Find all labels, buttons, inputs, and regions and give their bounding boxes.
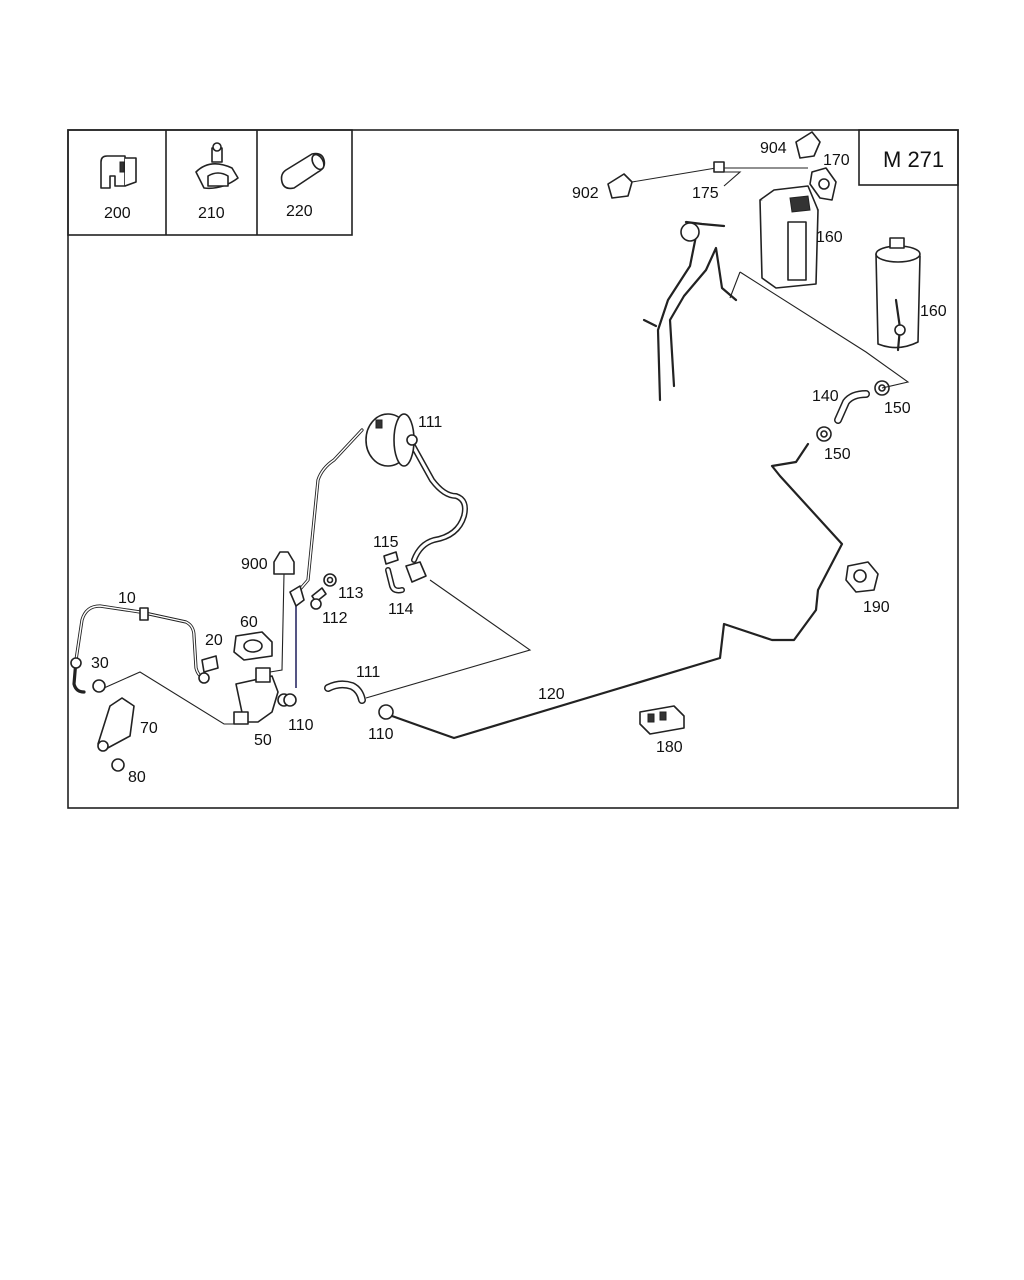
part-111-canister-valve <box>294 413 468 596</box>
part-111-short-hose <box>324 680 366 704</box>
part-elbow-fitting <box>289 585 305 607</box>
label-180: 180 <box>656 739 683 756</box>
label-140: 140 <box>812 388 839 405</box>
label-150-b: 150 <box>824 446 851 463</box>
model-box <box>858 129 959 186</box>
label-190: 190 <box>863 599 890 616</box>
part-60-holder <box>233 631 273 661</box>
legend-part-220-icon <box>280 152 326 190</box>
part-20-clip <box>198 655 219 684</box>
part-900-connector <box>273 551 295 575</box>
part-180-clip <box>639 705 685 735</box>
part-112-fitting <box>310 587 327 610</box>
legend-part-210-label: 210 <box>198 205 225 222</box>
part-80-nut <box>111 758 125 772</box>
label-80: 80 <box>128 769 146 786</box>
part-30-clamp <box>92 679 106 693</box>
part-10-purge-line <box>70 604 206 694</box>
part-170-sensor <box>809 167 837 201</box>
label-175: 175 <box>692 185 719 202</box>
label-120: 120 <box>538 686 565 703</box>
label-904: 904 <box>760 140 787 157</box>
part-113-fitting <box>323 573 337 587</box>
label-111-a: 111 <box>418 414 442 431</box>
part-160-canister-b <box>875 237 921 352</box>
label-113: 113 <box>338 585 364 602</box>
part-175-wire <box>631 161 808 187</box>
part-160-canister-a <box>642 185 819 402</box>
label-50: 50 <box>254 732 272 749</box>
label-902: 902 <box>572 185 599 202</box>
label-111-b: 111 <box>356 664 380 681</box>
part-150-clamp-a <box>816 426 832 442</box>
part-50-valve <box>233 667 291 725</box>
label-60: 60 <box>240 614 258 631</box>
label-115: 115 <box>373 534 399 551</box>
label-150-a: 150 <box>884 400 911 417</box>
part-120-main-line <box>390 442 844 740</box>
legend-part-200-icon <box>100 155 137 189</box>
label-160-a: 160 <box>816 229 843 246</box>
part-190-clip <box>845 561 879 593</box>
part-140-hose <box>834 390 870 424</box>
diagram-frame <box>67 129 959 809</box>
label-160-b: 160 <box>920 303 947 320</box>
label-10: 10 <box>118 590 136 607</box>
part-114-elbow <box>385 561 427 594</box>
legend-part-200-label: 200 <box>104 205 131 222</box>
label-112: 112 <box>322 610 348 627</box>
legend-part-210-icon <box>195 142 239 190</box>
part-110-clamp-a <box>283 693 297 707</box>
legend-box <box>67 129 353 236</box>
label-70: 70 <box>140 720 158 737</box>
part-115-clip <box>383 551 399 565</box>
part-904-connector <box>795 131 821 159</box>
label-30: 30 <box>91 655 109 672</box>
label-170: 170 <box>823 152 850 169</box>
part-110-clamp-b <box>378 704 394 720</box>
label-110-b: 110 <box>368 726 394 743</box>
part-70-bracket <box>97 697 135 752</box>
part-902-connector <box>607 173 633 199</box>
legend-part-220-label: 220 <box>286 203 313 220</box>
label-110-a: 110 <box>288 717 314 734</box>
label-114: 114 <box>388 601 414 618</box>
label-20: 20 <box>205 632 223 649</box>
label-900: 900 <box>241 556 268 573</box>
model-code: M 271 <box>883 147 944 172</box>
